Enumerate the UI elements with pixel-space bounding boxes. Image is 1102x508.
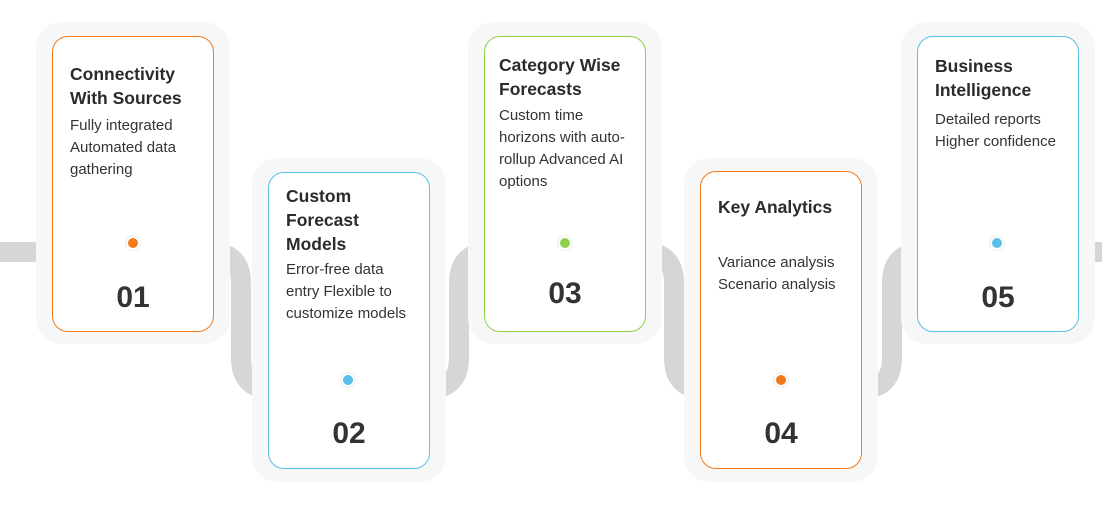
step-number: 02 [332,417,366,450]
step-title: Connectivity With Sources [70,64,182,108]
step-description: Detailed reports Higher confidence [935,111,1056,150]
step-number: 04 [764,417,798,450]
step-title: Custom Forecast Models [286,186,359,254]
step-marker-dot [558,236,572,250]
step-description: Fully integrated Automated data gatherin… [70,117,176,178]
step-description: Variance analysis Scenario analysis [718,254,836,293]
step-number: 05 [981,281,1015,314]
step-title: Category Wise Forecasts [499,55,621,99]
step-marker-dot [341,373,355,387]
step-marker-dot [126,236,140,250]
step-marker-dot [990,236,1004,250]
step-card-03: Category Wise Forecasts Custom time hori… [484,36,646,332]
step-title: Key Analytics [718,197,833,217]
step-card-01: Connectivity With Sources Fully integrat… [52,36,214,332]
step-card-04: Key Analytics Variance analysis Scenario… [700,171,862,469]
step-number: 03 [548,277,582,310]
step-description: Error-free data entry Flexible to custom… [286,261,407,322]
step-description: Custom time horizons with auto-rollup Ad… [499,107,625,190]
step-card-05: Business Intelligence Detailed reports H… [917,36,1079,332]
step-number: 01 [116,281,150,314]
step-title: Business Intelligence [935,56,1032,100]
step-card-02: Custom Forecast Models Error-free data e… [268,172,430,469]
step-marker-dot [774,373,788,387]
